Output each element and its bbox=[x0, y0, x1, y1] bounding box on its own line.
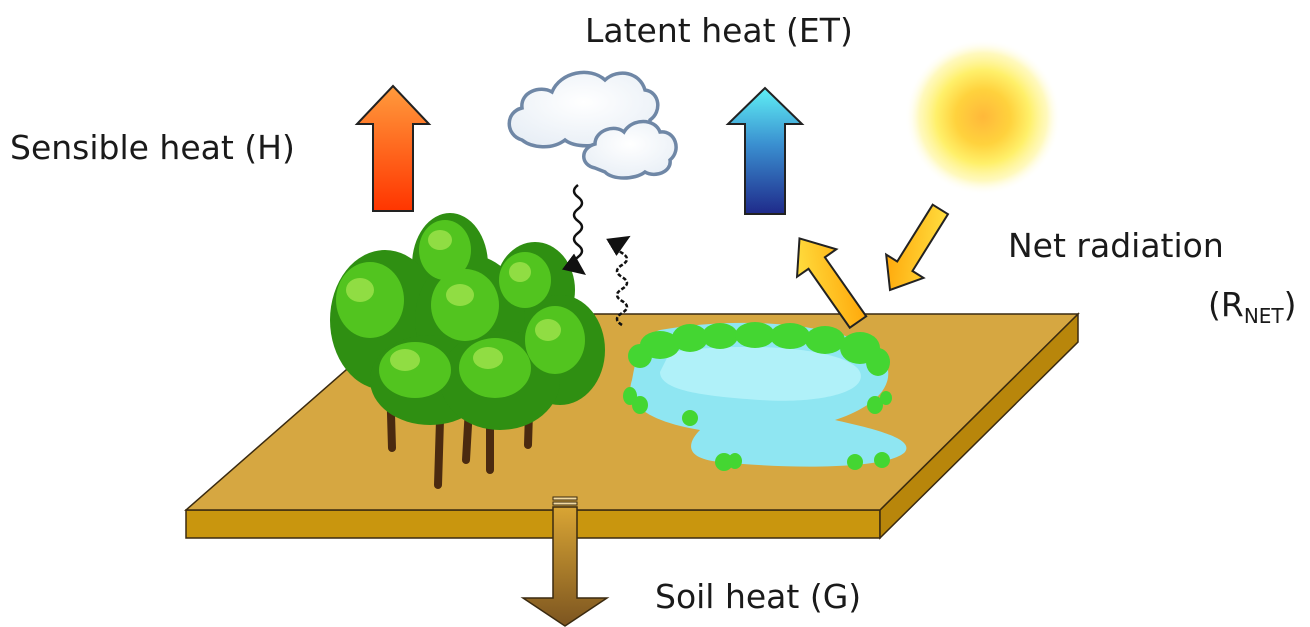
latent-heat-label: Latent heat (ET) bbox=[585, 11, 853, 50]
r-net-subscript: NET bbox=[1243, 304, 1284, 328]
vapor-transfer-icon bbox=[561, 184, 631, 327]
ground-front-face bbox=[185, 509, 881, 539]
radiation-reflected-arrow bbox=[795, 237, 868, 330]
sensible-heat-label: Sensible heat (H) bbox=[10, 128, 295, 167]
soil-heat-label: Soil heat (G) bbox=[655, 577, 862, 616]
r-net-symbol: R bbox=[1220, 285, 1244, 324]
lake-icon bbox=[623, 322, 907, 471]
soil-heat-arrow bbox=[520, 496, 610, 627]
ground-top-face bbox=[184, 313, 1080, 511]
sensible-heat-arrow bbox=[354, 84, 432, 212]
net-radiation-label: Net radiation bbox=[1008, 226, 1224, 265]
r-net-label: (RNET) bbox=[1208, 285, 1297, 328]
wavy-down-arrow bbox=[561, 184, 586, 276]
sun-icon bbox=[905, 39, 1061, 195]
latent-heat-arrow bbox=[725, 86, 805, 215]
cloud-icon bbox=[507, 70, 678, 180]
radiation-incoming-arrow bbox=[884, 203, 950, 292]
forest-icon bbox=[330, 213, 605, 489]
wavy-up-arrow bbox=[606, 235, 631, 327]
